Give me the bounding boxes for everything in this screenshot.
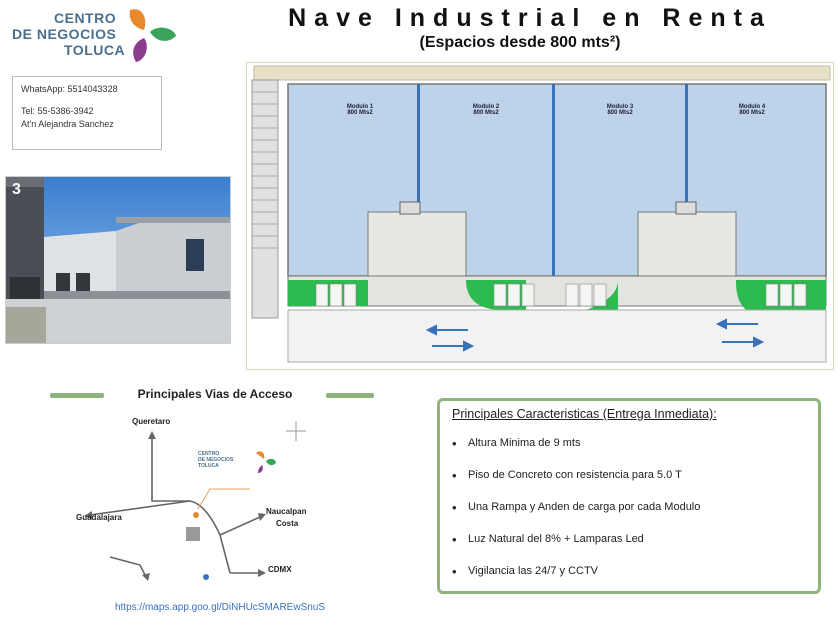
feature-text: Luz Natural del 8% + Lamparas Led <box>468 533 644 545</box>
feature-text: Una Rampa y Anden de carga por cada Modu… <box>468 501 701 513</box>
bullet-icon: • <box>452 531 457 547</box>
logo-text-line2: DE NEGOCIOS <box>12 26 117 42</box>
module-name: Modulo 2 <box>472 104 500 110</box>
bullet-icon: • <box>452 435 457 451</box>
attention-text: At'n Alejandra Sanchez <box>21 119 114 129</box>
contact-box: WhatsApp: 5514043328 Tel: 55-5386-3942 A… <box>12 76 162 150</box>
module-3-label: Modulo 3 800 Mts2 <box>590 104 650 116</box>
features-title: Principales Caracteristicas (Entrega Inm… <box>452 407 717 421</box>
module-name: Modulo 3 <box>606 104 634 110</box>
bullet-icon: • <box>452 467 457 483</box>
section-divider-left <box>50 393 104 398</box>
map-label-cdmx: CDMX <box>268 565 292 574</box>
google-maps-link[interactable]: https://maps.app.goo.gl/DiNHUcSMAREwSnuS <box>114 602 326 613</box>
logo-petals-icon <box>129 9 176 62</box>
page-title: Nave Industrial en Renta <box>288 4 772 32</box>
feature-text: Vigilancia las 24/7 y CCTV <box>468 565 599 577</box>
logo-text-line3: TOLUCA <box>64 42 126 58</box>
bullet-icon: • <box>452 563 457 579</box>
map-label-queretaro: Queretaro <box>132 417 171 426</box>
map-label-guadalajara: Guadalajara <box>76 513 122 522</box>
feature-item: • Una Rampa y Anden de carga por cada Mo… <box>452 491 806 523</box>
feature-text: Altura Minima de 9 mts <box>468 437 581 449</box>
phone-text: Tel: 55-5386-3942 <box>21 106 94 116</box>
page-subtitle: (Espacios desde 800 mts²) <box>419 34 621 51</box>
module-2-label: Modulo 2 800 Mts2 <box>456 104 516 116</box>
building-number: 3 <box>12 181 21 198</box>
floor-plan: Modulo 1 800 Mts2 Modulo 2 800 Mts2 Modu… <box>245 61 835 371</box>
access-map: Queretaro Guadalajara Naucalpan Costa CD… <box>70 405 370 595</box>
feature-item: • Luz Natural del 8% + Lamparas Led <box>452 523 806 555</box>
bullet-icon: • <box>452 499 457 515</box>
module-area: 800 Mts2 <box>739 110 765 116</box>
module-area: 800 Mts2 <box>473 110 499 116</box>
feature-item: • Altura Minima de 9 mts <box>452 427 806 459</box>
module-4-label: Modulo 4 800 Mts2 <box>722 104 782 116</box>
features-box: Principales Caracteristicas (Entrega Inm… <box>437 398 821 594</box>
module-area: 800 Mts2 <box>347 110 373 116</box>
module-1-label: Modulo 1 800 Mts2 <box>330 104 390 116</box>
feature-item: • Piso de Concreto con resistencia para … <box>452 459 806 491</box>
module-name: Modulo 1 <box>346 104 374 110</box>
logo-text-line1: CENTRO <box>54 10 117 26</box>
map-logo: CENTRO DE NEGOCIOS TOLUCA <box>198 451 234 469</box>
map-label-costa: Costa <box>276 519 299 528</box>
map-label-naucalpan: Naucalpan <box>266 507 307 516</box>
whatsapp-text: WhatsApp: 5514043328 <box>21 84 118 94</box>
building-photo: 3 <box>5 176 231 344</box>
access-title: Principales Vias de Acceso <box>137 387 293 401</box>
module-area: 800 Mts2 <box>607 110 633 116</box>
module-name: Modulo 4 <box>738 104 766 110</box>
company-logo: CENTRO DE NEGOCIOS TOLUCA <box>12 4 182 64</box>
section-divider-right <box>326 393 374 398</box>
feature-item: • Vigilancia las 24/7 y CCTV <box>452 555 806 587</box>
feature-text: Piso de Concreto con resistencia para 5.… <box>468 469 682 481</box>
